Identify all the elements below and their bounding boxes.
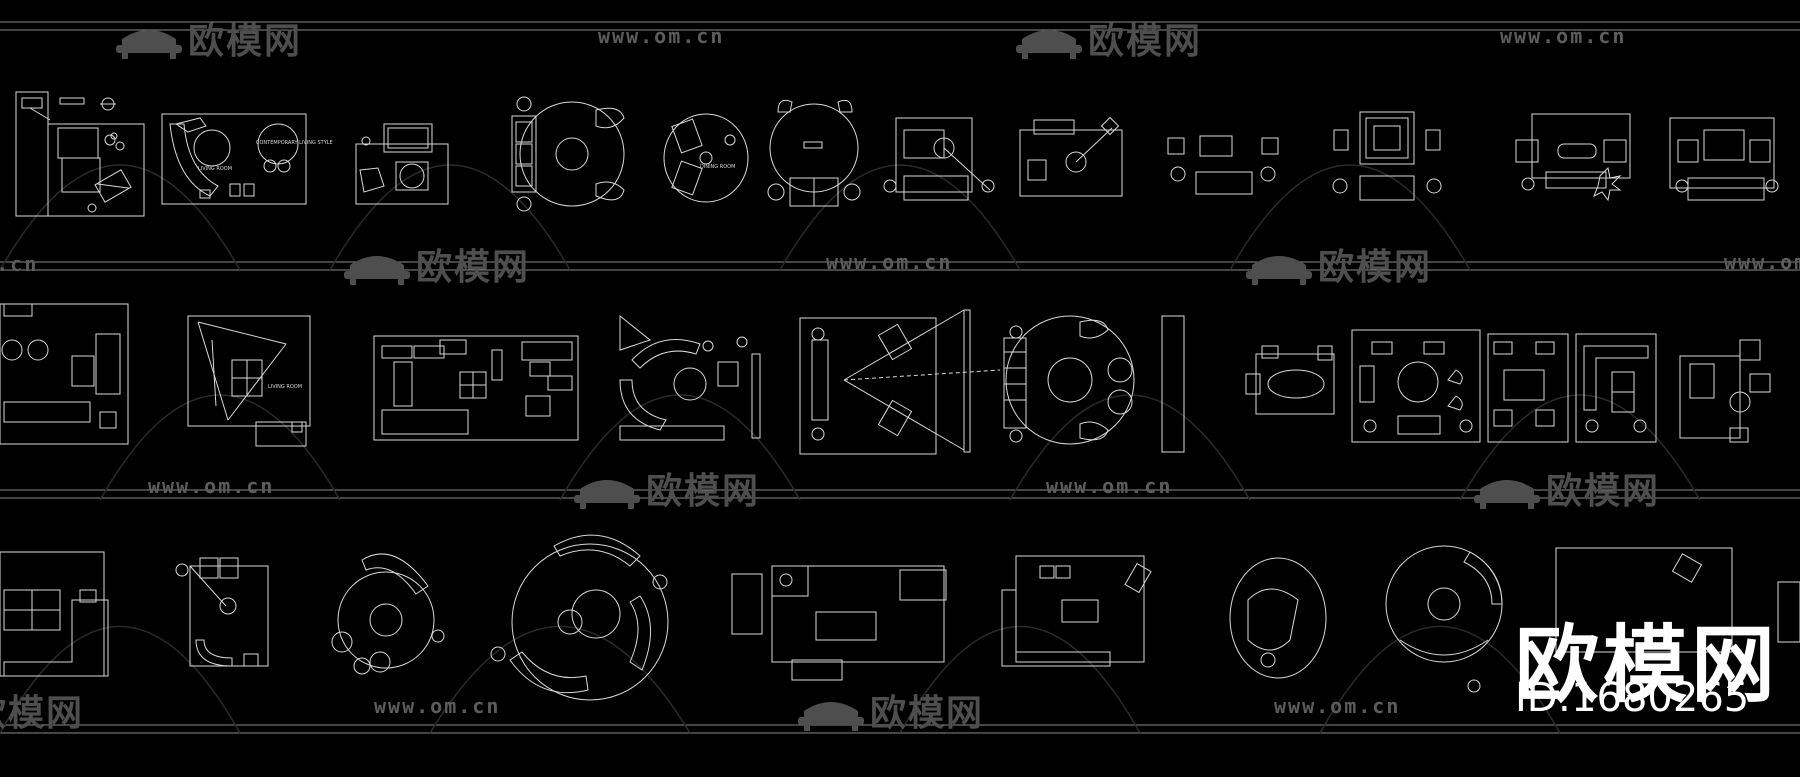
svg-text:DINING ROOM: DINING ROOM — [700, 164, 735, 170]
plan-row-3 — [0, 534, 1800, 701]
oval-dining-plan — [663, 113, 749, 203]
watermark-brand-text: 欧模网 — [416, 247, 531, 288]
living-plan-9 — [1555, 547, 1800, 653]
sofa-logo-icon — [1246, 256, 1312, 285]
oval-rug-plan — [1245, 345, 1335, 415]
watermark-brand: 欧模网 — [1246, 238, 1432, 290]
watermark-brand-text: 欧模网 — [0, 693, 85, 734]
corner-plan-2 — [175, 557, 269, 667]
round-plan-3 — [331, 553, 445, 675]
watermark-brand-text: 欧模网 — [1318, 247, 1433, 288]
brand-title: 欧模网 — [1515, 616, 1780, 714]
living-plan-20 — [1679, 339, 1771, 443]
sofa-logo-icon — [116, 30, 182, 59]
plan-row-2 — [0, 303, 1771, 455]
living-plan-12 — [1669, 117, 1779, 201]
watermark-brand-text: 欧模网 — [188, 21, 303, 62]
carpet-lounge-plan — [1332, 111, 1442, 201]
sofa-logo-icon — [574, 480, 640, 509]
sofa-logo-icon — [344, 256, 410, 285]
sofa-logo-icon — [1474, 480, 1540, 509]
watermark-url: www.om.cn — [1724, 250, 1800, 274]
kitchen-dining-plan — [373, 335, 579, 441]
round-table-plan — [767, 99, 861, 207]
oval-table-plan — [1515, 113, 1631, 202]
lamp-corner-plan — [1019, 116, 1123, 197]
watermark-url: www.om.cn — [1274, 694, 1401, 718]
watermark-url: www.om.cn — [826, 250, 953, 274]
watermark-brand: 欧模网 — [1474, 462, 1660, 514]
triangle-plan-1 — [187, 315, 311, 447]
curved-sofa-plan — [619, 314, 761, 441]
sofa-logo-icon — [798, 702, 864, 731]
watermark-url: www.om.cn — [148, 474, 275, 498]
sectional-plan-5 — [731, 565, 947, 681]
corner-sofa-plan — [1575, 333, 1657, 443]
watermark-brand: 欧模网 — [0, 684, 84, 736]
sofa-logo-icon — [1016, 30, 1082, 59]
watermark-brand: 欧模网 — [574, 462, 760, 514]
svg-text:LIVING ROOM: LIVING ROOM — [268, 384, 302, 390]
watermark-url: www.om.cn — [1046, 474, 1173, 498]
row-separator-lines — [0, 21, 1800, 734]
round-projection-plan — [1003, 315, 1185, 453]
sofa-lamp-plan — [883, 117, 995, 201]
watermark-url: www.om.cn — [0, 252, 39, 276]
tiny-labels: LIVING ROOM CONTEMPORARY LIVING STYLE DI… — [198, 140, 735, 390]
l-sofa-plan-1 — [0, 551, 109, 677]
asset-id-label: ID:1680265 — [1515, 675, 1750, 721]
sectional-plan-6 — [1001, 555, 1152, 667]
plan-row-1 — [15, 91, 1779, 217]
watermark-brand-text: 欧模网 — [1546, 471, 1661, 512]
svg-text:LIVING ROOM: LIVING ROOM — [198, 166, 232, 172]
living-plan-13 — [0, 303, 129, 445]
watermark-url: www.om.cn — [1500, 24, 1627, 48]
watermark-brand: 欧模网 — [116, 12, 302, 64]
watermark-url: www.om.cn — [374, 694, 501, 718]
living-plan-3 — [355, 123, 449, 205]
watermark-brand-text: 欧模网 — [870, 693, 985, 734]
watermark-url: www.om.cn — [598, 24, 725, 48]
svg-text:CONTEMPORARY LIVING STYLE: CONTEMPORARY LIVING STYLE — [256, 140, 333, 146]
circular-sofa-plan — [1385, 545, 1503, 693]
living-plan-1 — [15, 91, 145, 217]
round-table-room-plan — [1351, 329, 1481, 443]
egg-chair-plan — [1229, 557, 1327, 679]
watermark-brand-text: 欧模网 — [646, 471, 761, 512]
watermark-brand: 欧模网 — [344, 238, 530, 290]
symmetrical-lounge-plan — [1167, 135, 1279, 195]
round-plan-4 — [490, 534, 669, 701]
watermark-brand: 欧模网 — [798, 684, 984, 736]
living-plan-2 — [161, 113, 307, 205]
round-lounge-plan — [511, 96, 625, 212]
four-chair-plan — [1487, 333, 1569, 443]
projection-plan — [799, 309, 1001, 455]
watermark-brand: 欧模网 — [1016, 12, 1202, 64]
watermark-brand-text: 欧模网 — [1088, 21, 1203, 62]
